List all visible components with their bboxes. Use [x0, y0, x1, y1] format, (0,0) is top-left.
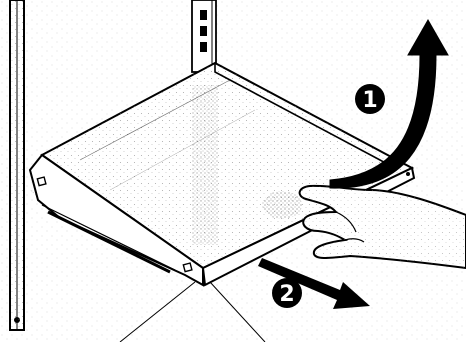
step-2-number: 2 [279, 282, 294, 307]
step-2-badge: 2 [272, 278, 302, 308]
step-1-badge: 1 [355, 84, 385, 114]
step-1-number: 1 [362, 88, 377, 113]
left-rail-icon [10, 0, 24, 330]
thumb-through-glass [262, 191, 302, 219]
back-rail-icon [192, 0, 216, 72]
rail-through-glass [192, 85, 218, 245]
